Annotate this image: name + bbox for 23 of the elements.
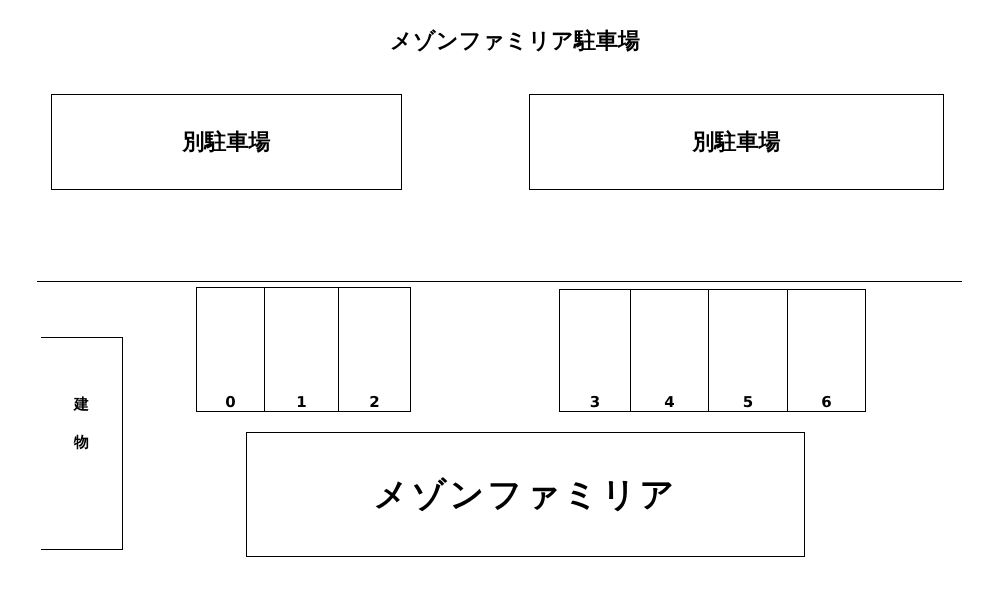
parking-area-label: 別駐車場 xyxy=(692,129,780,157)
space-number: 5 xyxy=(742,393,754,411)
parking-space xyxy=(708,289,788,412)
space-number: 6 xyxy=(821,393,832,411)
space-number: 4 xyxy=(664,393,675,411)
parking-space xyxy=(338,287,411,412)
parking-area-box xyxy=(51,94,402,190)
parking-space xyxy=(559,289,631,412)
building-outline xyxy=(41,337,123,550)
space-number: 1 xyxy=(296,393,307,411)
diagram-title: メゾンファミリア駐車場 xyxy=(389,28,641,56)
space-number: 3 xyxy=(590,393,600,411)
parking-space xyxy=(196,287,265,412)
parking-space xyxy=(264,287,339,412)
building-box xyxy=(246,432,805,557)
parking-area-box xyxy=(529,94,944,190)
building-name: メゾンファミリア xyxy=(374,474,678,516)
space-number: 0 xyxy=(225,393,236,411)
space-number: 2 xyxy=(369,393,380,411)
building-label: 建物 xyxy=(74,384,89,460)
parking-space xyxy=(630,289,709,412)
parking-area-label: 別駐車場 xyxy=(182,129,270,157)
parking-space xyxy=(787,289,866,412)
